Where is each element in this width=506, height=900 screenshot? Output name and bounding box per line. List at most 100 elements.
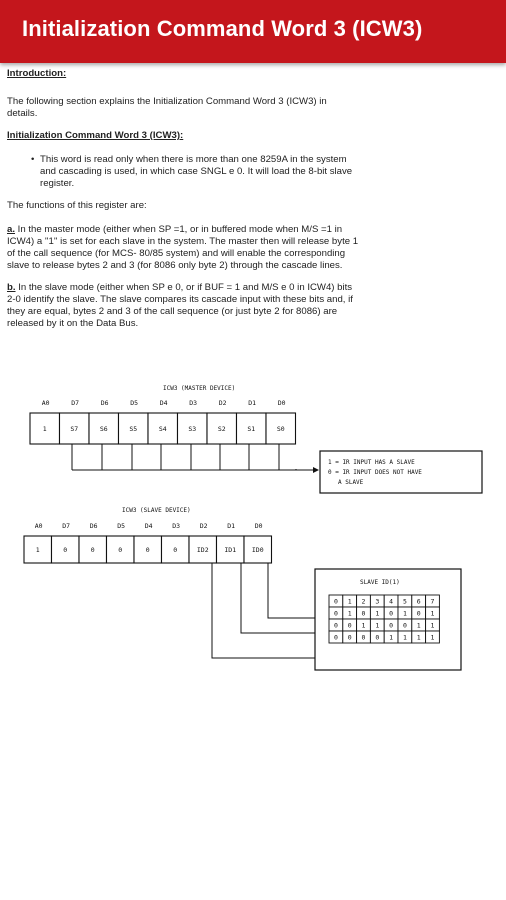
master-cell-box-8 (265, 412, 297, 445)
master-cell-1: S7 (70, 425, 78, 433)
slave-cell-4: 0 (146, 546, 150, 554)
slave-cell-0: 1 (36, 546, 40, 554)
slave-cell-7: ID1 (224, 546, 236, 554)
slave-id-cell-2-1: 0 (348, 622, 352, 630)
slave-cell-1: 0 (63, 546, 67, 554)
master-cell-box-7 (235, 412, 267, 445)
master-cell-3: S5 (129, 425, 137, 433)
slave-header-8: D0 (255, 522, 263, 530)
slave-id-cell-3-1: 0 (348, 634, 352, 642)
slave-id-cell-2-6: 1 (417, 622, 421, 630)
master-header-5: D3 (189, 399, 197, 407)
slave-cell-box-2 (78, 535, 108, 564)
app-bar: Initialization Command Word 3 (ICW3) (0, 0, 506, 63)
slave-cell-box-3 (105, 535, 135, 564)
slave-id-cell-0-0: 0 (334, 598, 338, 606)
master-cell-box-5 (176, 412, 208, 445)
item-b-letter: b. (7, 282, 16, 293)
slave-register: 1 0 0 0 0 0 ID2 ID1 ID0 (23, 535, 273, 564)
slave-cell-8: ID0 (252, 546, 264, 554)
legend-line-2: 0 = IR INPUT DOES NOT HAVE (328, 469, 422, 476)
slave-id-cell-2-3: 1 (375, 622, 379, 630)
slave-id-cell-2-0: 0 (334, 622, 338, 630)
bullet-text: This word is read only when there is mor… (40, 154, 353, 189)
slave-id-cell-3-0: 0 (334, 634, 338, 642)
slave-id-cell-2-4: 0 (389, 622, 393, 630)
master-title: ICW3 (MASTER DEVICE) (163, 385, 235, 392)
master-header-4: D4 (160, 399, 168, 407)
item-b-text: In the slave mode (either when SP e 0, o… (7, 282, 353, 329)
slave-id-cell-0-4: 4 (389, 598, 393, 606)
slave-header-1: D7 (62, 522, 70, 530)
slave-id-cell-1-7: 1 (431, 610, 435, 618)
intro-heading: Introduction: (7, 68, 67, 79)
item-b: b. In the slave mode (either when SP e 0… (7, 282, 362, 330)
slave-id-cell-0-6: 6 (417, 598, 421, 606)
master-cell-6: S2 (218, 425, 226, 433)
slave-id-box-3-7 (425, 630, 440, 644)
item-a: a. In the master mode (either when SP =1… (7, 224, 367, 272)
master-header-0: A0 (42, 399, 50, 407)
slave-header-0: A0 (35, 522, 43, 530)
slave-cell-box-8 (243, 535, 273, 564)
slave-cell-5: 0 (173, 546, 177, 554)
slave-id-lines (211, 563, 327, 661)
slave-id-cell-0-3: 3 (375, 598, 379, 606)
slave-id-cell-2-7: 1 (431, 622, 435, 630)
functions-intro: The functions of this register are: (7, 200, 147, 211)
page-title: Initialization Command Word 3 (ICW3) (22, 16, 423, 41)
bullet-dot: • (31, 154, 35, 165)
slave-header-3: D5 (117, 522, 125, 530)
slave-header-5: D3 (172, 522, 180, 530)
slave-id-cell-1-6: 0 (417, 610, 421, 618)
item-a-letter: a. (7, 224, 16, 235)
slave-id-cell-1-0: 0 (334, 610, 338, 618)
slave-cell-2: 0 (91, 546, 95, 554)
slave-id-cell-3-2: 0 (362, 634, 366, 642)
slave-id-cell-1-4: 0 (389, 610, 393, 618)
slave-title: ICW3 (SLAVE DEVICE) (122, 507, 191, 514)
master-cell-box-4 (147, 412, 179, 445)
slave-cell-6: ID2 (197, 546, 209, 554)
slave-id-cell-3-6: 1 (417, 634, 421, 642)
slave-id-cell-0-2: 2 (362, 598, 366, 606)
slave-id-cell-2-2: 1 (362, 622, 366, 630)
legend-box (319, 450, 483, 494)
master-header-3: D5 (130, 399, 138, 407)
master-cell-8: S0 (277, 425, 285, 433)
slave-header-2: D6 (90, 522, 98, 530)
master-cell-2: S6 (100, 425, 108, 433)
slave-id-cell-1-5: 1 (403, 610, 407, 618)
legend-line-1: 1 = IR INPUT HAS A SLAVE (328, 459, 415, 466)
slave-header-4: D4 (145, 522, 153, 530)
slave-id-cell-3-5: 1 (403, 634, 407, 642)
slave-id-cell-3-7: 1 (431, 634, 435, 642)
master-header-1: D7 (71, 399, 79, 407)
master-cell-7: S1 (247, 425, 255, 433)
slave-id-cell-3-3: 0 (375, 634, 379, 642)
slave-id-cell-3-4: 1 (389, 634, 393, 642)
slave-id-title: SLAVE ID(1) (360, 579, 400, 586)
slave-id-cell-0-7: 7 (431, 598, 435, 606)
slave-headers: A0 D7 D6 D5 D4 D3 D2 D1 D0 (35, 522, 263, 530)
master-header-2: D6 (101, 399, 109, 407)
section-heading: Initialization Command Word 3 (ICW3): (7, 130, 184, 141)
master-outputs (71, 444, 319, 473)
intro-paragraph: The following section explains the Initi… (7, 96, 327, 119)
slave-header-7: D1 (227, 522, 235, 530)
master-cell-box-6 (206, 412, 238, 445)
slave-id-cell-1-2: 0 (362, 610, 366, 618)
slave-id-cell-1-1: 1 (348, 610, 352, 618)
master-cell-box-0 (29, 412, 61, 445)
slave-cell-3: 0 (118, 546, 122, 554)
slave-id-cell-0-5: 5 (403, 598, 407, 606)
bullet-item: • This word is read only when there is m… (7, 154, 365, 190)
slave-id-cell-0-1: 1 (348, 598, 352, 606)
master-cell-4: S4 (159, 425, 167, 433)
slave-id-cell-1-3: 1 (375, 610, 379, 618)
slave-header-6: D2 (200, 522, 208, 530)
